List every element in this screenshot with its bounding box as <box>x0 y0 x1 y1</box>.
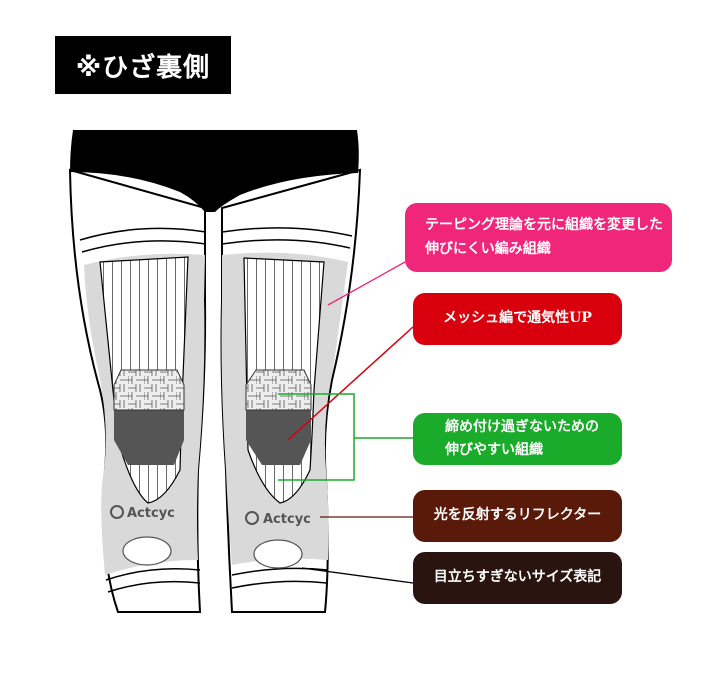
callout-stretch: 締め付け過ぎないための伸びやすい組織 <box>413 413 622 465</box>
waistband <box>70 130 359 212</box>
right-leg <box>220 168 362 613</box>
callout-text: 伸びやすい組織 <box>445 442 543 458</box>
leader-line-mesh <box>287 326 414 441</box>
callout-text: 締め付け過ぎないための <box>445 418 599 435</box>
callout-text: メッシュ編で通気性UP <box>443 310 592 327</box>
callout-text: 目立ちすぎないサイズ表記 <box>433 569 602 586</box>
leader-line-size <box>301 567 414 584</box>
callout-reflector: 光を反射するリフレクター <box>413 490 622 542</box>
callout-mesh: メッシュ編で通気性UP <box>413 293 622 345</box>
leader-line-stretch <box>278 393 413 481</box>
leader-line-taping <box>327 261 406 306</box>
brand-logo-right: Actcyc <box>245 511 311 527</box>
brand-logo-left: Actcyc <box>110 505 175 521</box>
left-leg <box>68 168 207 613</box>
callout-size: 目立ちすぎないサイズ表記 <box>413 552 622 604</box>
callout-text: 伸びにくい編み組織 <box>425 240 551 257</box>
callout-text: 光を反射するリフレクター <box>433 507 602 524</box>
svg-text:Actcyc: Actcyc <box>127 506 175 521</box>
page-title: ※ひざ裏側 <box>55 36 231 94</box>
callout-text: テーピング理論を元に組織を変更した <box>425 217 663 234</box>
callout-taping: テーピング理論を元に組織を変更した伸びにくい編み組織 <box>405 203 672 272</box>
svg-text:Actcyc: Actcyc <box>263 512 311 527</box>
